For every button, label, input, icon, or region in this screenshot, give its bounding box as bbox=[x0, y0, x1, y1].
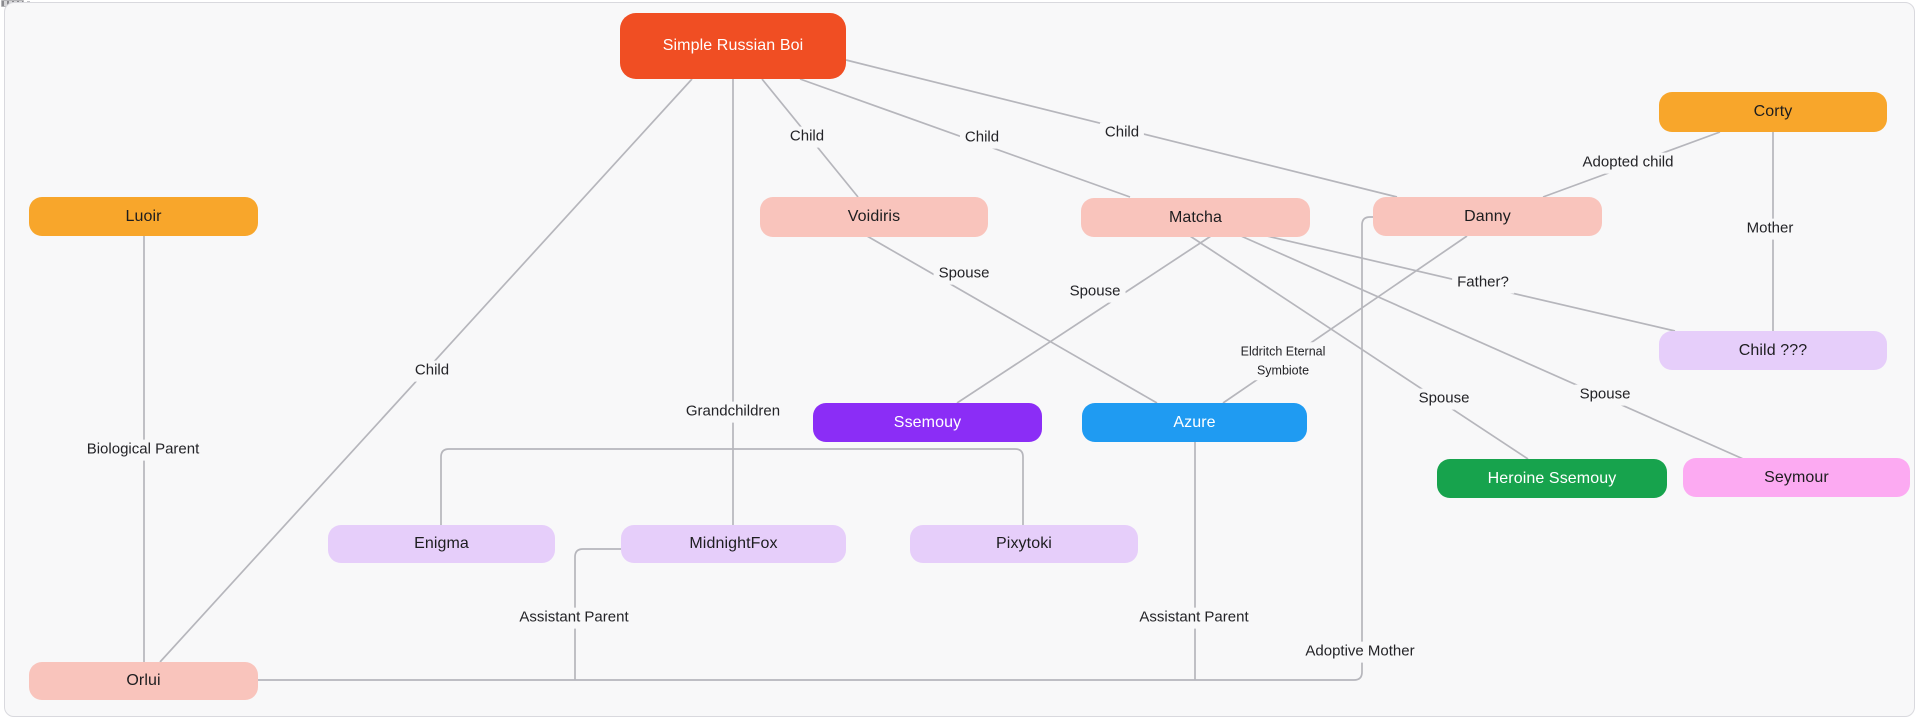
node-label: Seymour bbox=[1764, 468, 1829, 486]
node-label: Danny bbox=[1464, 207, 1511, 225]
node-azure[interactable]: Azure bbox=[1082, 403, 1307, 442]
diagram-canvas[interactable] bbox=[4, 2, 1915, 717]
node-label: Heroine Ssemouy bbox=[1487, 469, 1617, 487]
node-orlui[interactable]: Orlui bbox=[29, 662, 258, 700]
node-label: Voidiris bbox=[847, 208, 901, 225]
node-corty[interactable]: Corty bbox=[1659, 92, 1887, 132]
node-label: Orlui bbox=[126, 672, 161, 689]
node-label: Simple Russian Boi bbox=[662, 37, 804, 54]
label-child-orlui: Child bbox=[409, 360, 455, 382]
node-heroine-ssemouy[interactable]: Heroine Ssemouy bbox=[1437, 459, 1667, 498]
edge-spouse-voidiris-azure bbox=[866, 235, 1158, 404]
node-label: Matcha bbox=[1168, 208, 1223, 226]
node-label: Child ??? bbox=[1738, 341, 1808, 359]
label-spouse-3: Spouse bbox=[1413, 388, 1475, 410]
node-seymour[interactable]: Seymour bbox=[1683, 458, 1910, 497]
node-matcha[interactable]: Matcha bbox=[1081, 198, 1310, 237]
label-mother: Mother bbox=[1741, 218, 1799, 240]
label-child-danny: Child bbox=[1099, 122, 1145, 144]
label-assistant-parent-left: Assistant Parent bbox=[514, 607, 634, 629]
node-label: Pixytoki bbox=[996, 535, 1052, 552]
label-grandchildren: Grandchildren bbox=[680, 401, 786, 423]
node-label: Luoir bbox=[125, 207, 162, 225]
node-simple-russian-boi[interactable]: Simple Russian Boi bbox=[620, 13, 846, 79]
node-label: Ssemouy bbox=[893, 413, 962, 431]
label-biological-parent: Biological Parent bbox=[81, 439, 205, 461]
node-midnightfox[interactable]: MidnightFox bbox=[621, 525, 846, 563]
node-enigma[interactable]: Enigma bbox=[328, 525, 555, 563]
label-assistant-parent-right: Assistant Parent bbox=[1134, 607, 1254, 629]
node-luoir[interactable]: Luoir bbox=[29, 197, 258, 236]
node-pixytoki[interactable]: Pixytoki bbox=[910, 525, 1138, 563]
edge-assistant-parent-left-line bbox=[574, 548, 621, 680]
node-label: Azure bbox=[1173, 413, 1216, 431]
edge-adoptive-mother-line bbox=[258, 216, 1373, 681]
label-spouse-4: Spouse bbox=[1574, 384, 1636, 406]
label-spouse-1: Spouse bbox=[933, 263, 995, 285]
label-adopted-child: Adopted child bbox=[1577, 152, 1679, 174]
node-label: Corty bbox=[1753, 103, 1793, 120]
node-child-unknown[interactable]: Child ??? bbox=[1659, 331, 1887, 370]
label-child-matcha: Child bbox=[959, 127, 1005, 149]
label-father: Father? bbox=[1452, 272, 1514, 294]
edge-spouse-matcha-heroine bbox=[1189, 235, 1529, 460]
edge-spouse-matcha-seymour bbox=[1240, 235, 1751, 463]
edge-grandchildren-bracket bbox=[440, 448, 1024, 525]
node-ssemouy[interactable]: Ssemouy bbox=[813, 403, 1042, 442]
label-adoptive-mother: Adoptive Mother bbox=[1300, 641, 1420, 663]
label-spouse-2: Spouse bbox=[1064, 281, 1126, 303]
node-label: Enigma bbox=[414, 535, 469, 552]
label-child-voidiris: Child bbox=[784, 126, 830, 148]
node-danny[interactable]: Danny bbox=[1373, 197, 1602, 236]
node-label: MidnightFox bbox=[689, 535, 778, 552]
node-voidiris[interactable]: Voidiris bbox=[760, 197, 988, 237]
edge-spouse-matcha-ssemouy bbox=[956, 235, 1212, 404]
